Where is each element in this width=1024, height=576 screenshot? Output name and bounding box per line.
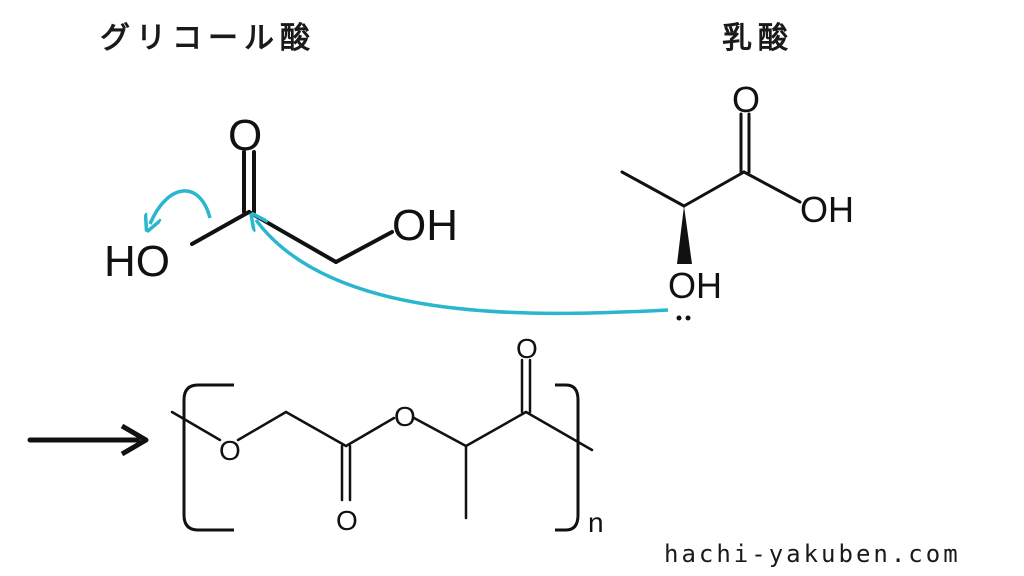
poly-o1-ch2 (236, 410, 288, 442)
glycolic-hydroxyl-left: HO (104, 237, 170, 286)
poly-ester-o-left: O (219, 435, 241, 466)
lactic-alpha-carboxyl-bond (682, 170, 746, 208)
glycolic-ch2-oh-bond (334, 230, 394, 264)
poly-repeat-subscript: n (588, 507, 604, 538)
bracket-right (555, 383, 580, 532)
lactic-acid-structure: O OH OH (620, 79, 854, 321)
site-watermark: hachi-yakuben.com (664, 540, 961, 568)
lone-pair-dot-2 (685, 315, 691, 321)
poly-stub-left (170, 410, 222, 442)
poly-ch-c2 (464, 410, 528, 448)
lactic-methyl-bond (620, 170, 686, 208)
bracket-left (182, 383, 234, 532)
poly-carbonyl-o-bottom: O (336, 505, 358, 536)
glycolic-acid-structure: O HO OH (104, 111, 458, 286)
lactic-alpha-oh: OH (668, 265, 722, 306)
lone-pair-dot-1 (676, 315, 682, 321)
lactic-wedge-bond (677, 206, 692, 264)
poly-o2-ch (412, 416, 468, 448)
glycolic-carbonyl-o: O (228, 111, 262, 160)
poly-c2-stub-right (524, 410, 594, 452)
cyan-leaving-arrow (150, 189, 212, 224)
poly-c1-o2 (344, 416, 396, 448)
lactic-c-oh-bond (742, 170, 802, 204)
poly-ch2-c1 (284, 410, 348, 448)
lactic-acid-title: 乳酸 (722, 21, 794, 56)
poly-ester-o-mid: O (394, 401, 416, 432)
glycolic-hydroxyl-right: OH (392, 201, 458, 250)
lactic-acid-oh: OH (800, 189, 854, 230)
glycolic-acid-title: グリコール酸 (100, 21, 316, 56)
reaction-arrow (27, 423, 149, 457)
lactic-carbonyl-o: O (732, 79, 760, 120)
glycolic-c-ho-bond (190, 210, 251, 246)
poly-carbonyl-o-top: O (516, 333, 538, 364)
polymer-structure: O O O O n (170, 333, 604, 538)
cyan-attack-arrow (256, 220, 669, 316)
